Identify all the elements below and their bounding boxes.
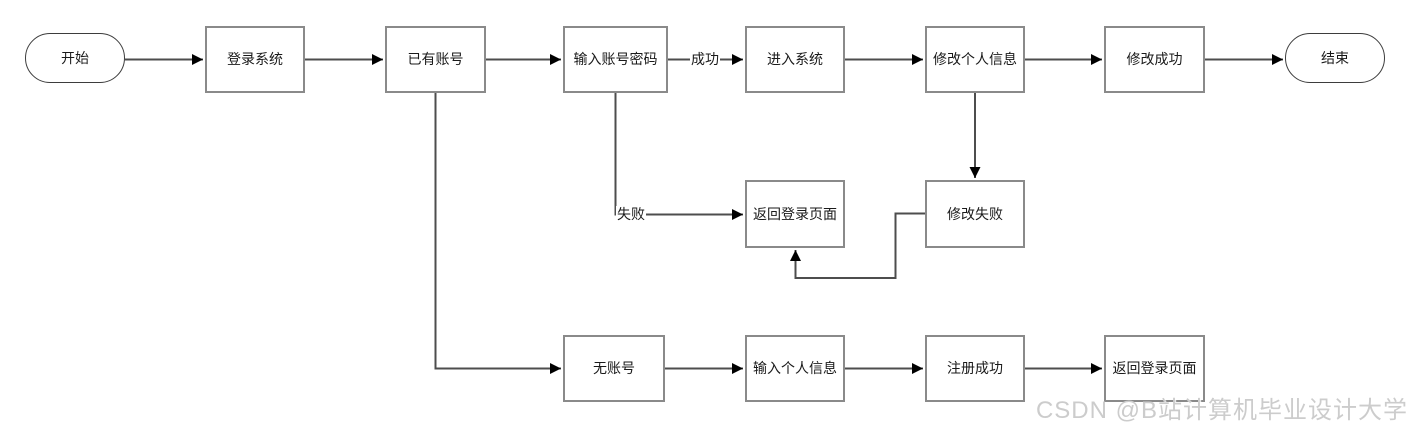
node-return-login-page-1: 返回登录页面 (745, 180, 845, 248)
node-return-login-page-2: 返回登录页面 (1104, 335, 1205, 402)
node-modify-personal-info: 修改个人信息 (925, 26, 1025, 93)
node-no-account: 无账号 (563, 335, 665, 402)
edge-credentials-returnlogin-fail (614, 93, 743, 220)
edge-label-success: 成功 (690, 51, 720, 67)
node-start: 开始 (25, 33, 125, 83)
edge-label-fail: 失败 (616, 206, 646, 222)
csdn-watermark: CSDN @B站计算机毕业设计大学 (1035, 397, 1408, 424)
node-modify-success: 修改成功 (1104, 26, 1205, 93)
node-enter-personal-info: 输入个人信息 (745, 335, 845, 402)
edge-modifyfail-returnlogin (790, 212, 925, 279)
node-enter-credentials: 输入账号密码 (563, 26, 668, 93)
node-enter-system: 进入系统 (745, 26, 845, 93)
edge-hasaccount-noaccount (434, 93, 561, 374)
node-modify-fail: 修改失败 (925, 180, 1025, 248)
node-end: 结束 (1285, 33, 1385, 83)
node-login-system: 登录系统 (205, 26, 305, 93)
node-has-account: 已有账号 (385, 26, 486, 93)
node-register-success: 注册成功 (925, 335, 1025, 402)
